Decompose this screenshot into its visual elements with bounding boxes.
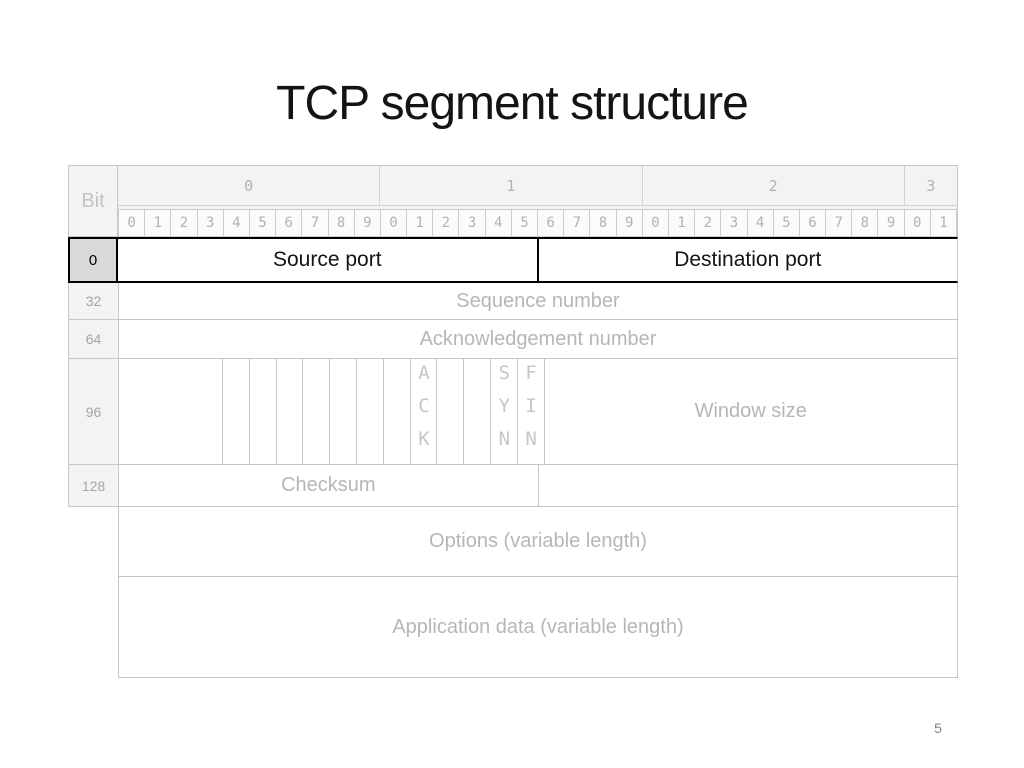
ack-flag-cell: ACK bbox=[409, 359, 437, 465]
bit-number-g2-8: 8 bbox=[851, 209, 879, 237]
flag-cell-bit-9 bbox=[356, 359, 383, 465]
urgent-pointer-cell bbox=[537, 465, 958, 507]
flag-cell-bit-8 bbox=[329, 359, 357, 465]
slide-title: TCP segment structure bbox=[276, 77, 749, 130]
bit-number-g0-9: 9 bbox=[353, 209, 381, 237]
bit-number-g1-2: 2 bbox=[432, 209, 460, 237]
row-128: 128 Checksum bbox=[68, 465, 958, 507]
flag-cell-bit-6 bbox=[275, 359, 303, 465]
row-96: 96 ACK SYN FIN Window size bbox=[68, 359, 958, 465]
bit-corner-label: Bit bbox=[68, 165, 118, 237]
bit-number-g1-4: 4 bbox=[484, 209, 512, 237]
bit-offset-0: 0 bbox=[68, 237, 118, 283]
flag-cell-bit-5 bbox=[248, 359, 276, 465]
flag-cell-bit-12 bbox=[436, 359, 464, 465]
bit-number-g0-0: 0 bbox=[118, 209, 146, 237]
bit-number-g0-6: 6 bbox=[275, 209, 303, 237]
bit-number-g2-5: 5 bbox=[772, 209, 800, 237]
bit-number-g2-7: 7 bbox=[825, 209, 853, 237]
bit-number-g1-0: 0 bbox=[379, 209, 408, 237]
checksum-cell: Checksum bbox=[118, 465, 538, 507]
bit-number-g0-3: 3 bbox=[196, 209, 224, 237]
ack-flag-label: ACK bbox=[412, 362, 435, 461]
bit-offset-128: 128 bbox=[68, 465, 118, 507]
bit-number-g1-1: 1 bbox=[406, 209, 434, 237]
bit-number-g2-4: 4 bbox=[746, 209, 774, 237]
flag-cell-bit-7 bbox=[302, 359, 330, 465]
window-size-cell: Window size bbox=[543, 359, 958, 465]
bit-number-g2-9: 9 bbox=[877, 209, 905, 237]
bit-number-g0-2: 2 bbox=[170, 209, 198, 237]
destination-port-cell: Destination port bbox=[538, 237, 958, 283]
bit-offset-64: 64 bbox=[68, 320, 118, 359]
acknowledgement-number-cell: Acknowledgement number bbox=[118, 320, 958, 359]
byte-group-label-0: 0 bbox=[244, 176, 254, 195]
bit-number-g2-3: 3 bbox=[720, 209, 748, 237]
byte-group-label-3: 3 bbox=[903, 166, 957, 205]
fin-flag-cell: FIN bbox=[516, 359, 544, 465]
bit-number-g3-0: 0 bbox=[903, 209, 931, 237]
bit-number-g1-8: 8 bbox=[589, 209, 617, 237]
bit-number-g2-2: 2 bbox=[694, 209, 722, 237]
bit-number-g2-1: 1 bbox=[667, 209, 696, 237]
row-0: 0 Source port Destination port bbox=[68, 237, 958, 283]
bit-offset-96: 96 bbox=[68, 359, 118, 465]
syn-flag-label: SYN bbox=[493, 362, 516, 461]
flag-cell-bit-4 bbox=[222, 359, 249, 465]
bit-offset-32: 32 bbox=[68, 283, 118, 320]
options-cell: Options (variable length) bbox=[118, 507, 958, 577]
bit-number-g0-5: 5 bbox=[248, 209, 277, 237]
application-data-cell: Application data (variable length) bbox=[118, 577, 958, 678]
bit-number-g0-4: 4 bbox=[222, 209, 250, 237]
bit-number-g1-6: 6 bbox=[537, 209, 565, 237]
bit-number-g0-8: 8 bbox=[327, 209, 355, 237]
flag-cell-bit-10 bbox=[382, 359, 410, 465]
byte-group-label-1: 1 bbox=[379, 166, 641, 205]
bit-number-g2-0: 0 bbox=[641, 209, 669, 237]
data-offset-cell bbox=[118, 359, 223, 465]
bit-number-g2-6: 6 bbox=[798, 209, 827, 237]
source-port-cell: Source port bbox=[118, 237, 539, 283]
bit-number-g0-1: 1 bbox=[144, 209, 172, 237]
bit-number-g1-5: 5 bbox=[510, 209, 538, 237]
bit-number-g3-1: 1 bbox=[929, 209, 957, 237]
bit-number-g1-9: 9 bbox=[615, 209, 643, 237]
row-32: 32 Sequence number bbox=[68, 283, 958, 320]
row-64: 64 Acknowledgement number bbox=[68, 320, 958, 359]
row-options: Options (variable length) bbox=[68, 507, 958, 577]
row-application-data: Application data (variable length) bbox=[68, 577, 958, 678]
byte-group-label-2: 2 bbox=[641, 166, 904, 205]
sequence-number-cell: Sequence number bbox=[118, 283, 958, 320]
flag-cell-bit-13 bbox=[463, 359, 490, 465]
fin-flag-label: FIN bbox=[520, 362, 543, 461]
offset-column-spacer bbox=[68, 577, 118, 678]
bit-number-g1-7: 7 bbox=[563, 209, 591, 237]
bit-number-g1-3: 3 bbox=[458, 209, 486, 237]
page-number: 5 bbox=[934, 720, 942, 736]
syn-flag-cell: SYN bbox=[489, 359, 517, 465]
offset-column-spacer bbox=[68, 507, 118, 577]
bit-number-g0-7: 7 bbox=[301, 209, 329, 237]
